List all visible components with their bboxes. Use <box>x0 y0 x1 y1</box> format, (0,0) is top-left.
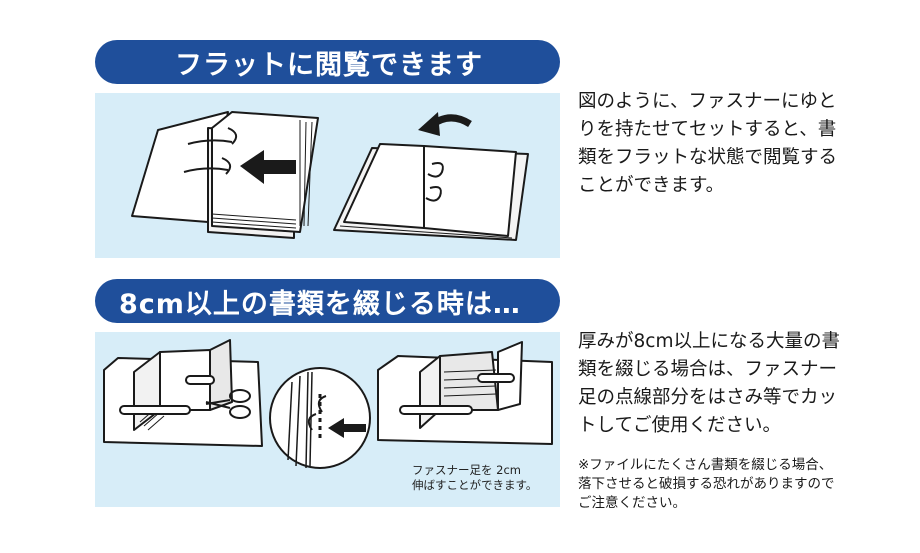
fastener-extend-caption: ファスナー足を 2cm 伸ばすことができます。 <box>412 463 537 493</box>
description-flat-view: 図のように、ファスナーにゆとりを持たせてセットすると、書類をフラットな状態で閲覧… <box>578 91 838 196</box>
caption-line: ファスナー足を 2cm <box>412 463 521 477</box>
section-heading-text: 8cm以上の書類を綴じる時は… <box>119 288 521 320</box>
description-over-8cm: 厚みが8cm以上になる大量の書類を綴じる場合は、ファスナー足の点線部分をはさみ等… <box>578 331 840 436</box>
caution-note: ※ファイルにたくさん書類を綴じる場合、落下させると破損する恐れがありますのでご注… <box>578 457 835 511</box>
section-heading-text: フラットに閲覧できます <box>175 49 483 81</box>
section-heading-over-8cm: 8cm以上の書類を綴じる時は… <box>95 279 560 323</box>
caption-line: 伸ばすことができます。 <box>412 478 538 492</box>
section-heading-flat-view: フラットに閲覧できます <box>95 40 560 84</box>
